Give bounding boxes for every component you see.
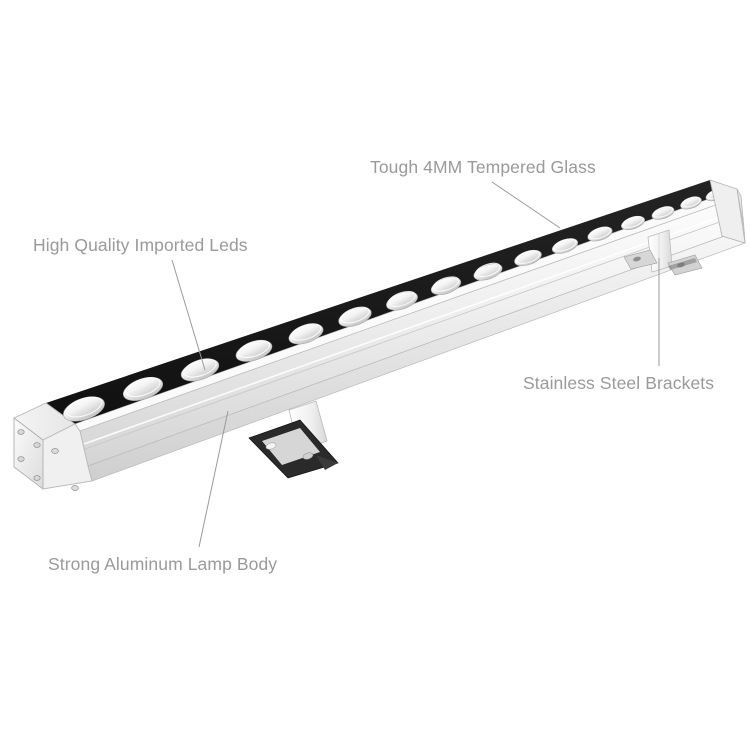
- leader-line-tempered-glass: [491, 181, 561, 229]
- bracket-plate-tip: [316, 455, 338, 470]
- bracket-wing-shadow: [668, 258, 697, 270]
- led-lens-rim: [183, 358, 217, 378]
- annotation-label-stainless-brackets: Stainless Steel Brackets: [523, 373, 715, 393]
- led-lens-rim: [681, 196, 701, 208]
- screw-icon: [33, 475, 41, 481]
- annotation-label-aluminum-body: Strong Aluminum Lamp Body: [48, 554, 278, 574]
- led-lens-rim: [652, 206, 674, 218]
- bracket-slot-hole: [633, 256, 641, 262]
- led-lens-rim: [515, 250, 541, 264]
- leader-line-aluminum-body: [198, 410, 229, 548]
- bracket-wing-left: [623, 249, 658, 270]
- led-lens-rim: [432, 276, 460, 292]
- screw-icon: [51, 448, 59, 454]
- led-lens-rim: [388, 290, 416, 308]
- screw-icon: [17, 456, 25, 462]
- end-cap-screws: [17, 429, 41, 481]
- left-end-cap: [13, 402, 93, 491]
- annotation-label-tempered-glass: Tough 4MM Tempered Glass: [370, 157, 596, 177]
- body-highlight-line: [83, 208, 743, 445]
- leader-line-group: [171, 181, 660, 548]
- annotation-label-imported-leds: High Quality Imported Leds: [33, 235, 248, 255]
- led-lens-rim: [290, 323, 322, 341]
- leader-line-imported-leds: [171, 259, 206, 371]
- bracket-post: [647, 229, 673, 273]
- screw-icon: [33, 442, 41, 448]
- right-end-cap: [709, 179, 746, 244]
- stainless-steel-bracket-right: [623, 229, 703, 276]
- stainless-steel-bracket-left: [248, 400, 339, 479]
- bracket-slot-hole: [302, 452, 314, 460]
- end-cap-side-screws: [51, 448, 79, 491]
- right-end-cap-body: [709, 179, 746, 244]
- led-lens-rim: [65, 396, 103, 418]
- aluminum-lower-chamfer: [87, 228, 746, 482]
- led-lens-rim: [622, 215, 644, 229]
- led-lens-rim: [553, 238, 577, 252]
- bracket-slot-hole: [265, 442, 277, 450]
- led-lens-rim: [125, 376, 161, 398]
- body-shadow-line: [84, 213, 743, 450]
- screw-icon: [17, 429, 25, 435]
- led-lens-rim: [238, 339, 270, 359]
- led-lens-rim: [475, 262, 501, 278]
- screw-icon: [71, 485, 79, 491]
- led-lens-rim: [340, 306, 370, 324]
- led-lens-rim: [588, 226, 612, 240]
